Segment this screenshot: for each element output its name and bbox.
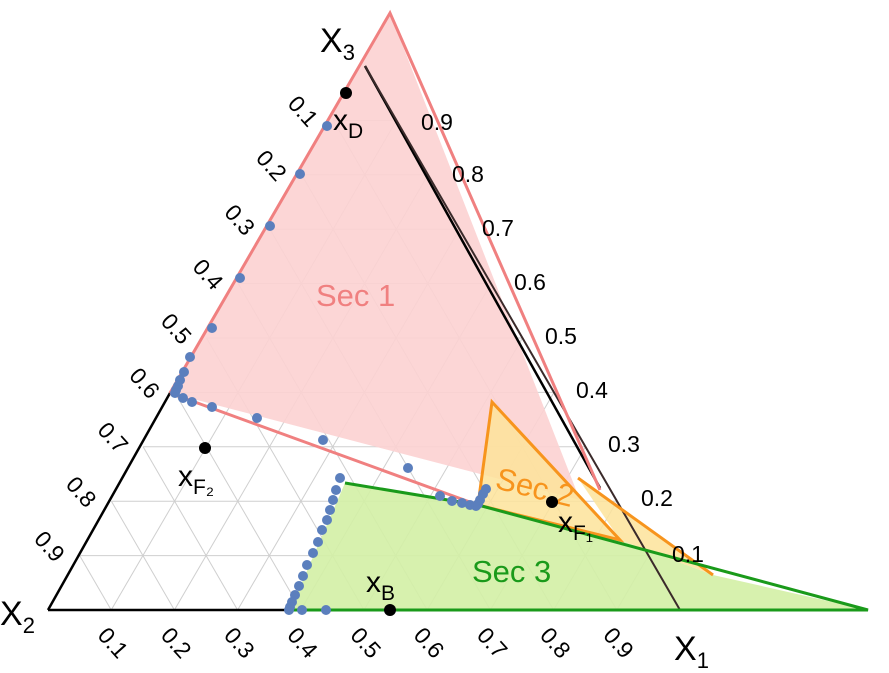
vertex-x3-label: X3 — [320, 22, 355, 65]
sec2-border — [476, 398, 625, 543]
region-sec1-label: Sec 1 — [316, 278, 395, 313]
region-sec2 — [478, 402, 620, 540]
curve-point — [302, 560, 312, 570]
right-tick-label: 0.5 — [545, 323, 577, 349]
curve-point — [207, 402, 217, 412]
bottom-tick-label: 0.7 — [472, 622, 513, 663]
point-xf1-label: xF₁ — [558, 506, 593, 545]
point-xf2-label: xF₂ — [178, 460, 214, 499]
point-xf2-marker — [199, 442, 211, 454]
bottom-tick-label: 0.3 — [219, 622, 260, 663]
region-sec1 — [170, 13, 580, 500]
bottom-tick-label: 0.1 — [93, 622, 134, 663]
distillation-line — [364, 65, 681, 611]
curve-point — [481, 484, 491, 494]
curve-point — [207, 323, 217, 333]
right-tick-label: 0.3 — [608, 431, 640, 457]
curve-point — [179, 367, 189, 377]
right-ticks: 0.9 0.8 0.7 0.6 0.5 0.4 0.3 0.2 0.1 — [421, 109, 704, 567]
left-tick-label: 0.3 — [219, 199, 260, 240]
curve-point — [435, 491, 445, 501]
curve-point — [308, 548, 318, 558]
curve-point — [325, 505, 335, 515]
left-tick-label: 0.1 — [283, 90, 324, 131]
point-xf1-marker — [546, 496, 558, 508]
curve-point — [298, 571, 308, 581]
left-tick-label: 0.2 — [251, 145, 292, 186]
right-tick-label: 0.7 — [482, 215, 514, 241]
curve-point — [335, 473, 345, 483]
vertex-x2-label: X2 — [0, 595, 35, 638]
curve-point — [313, 537, 323, 547]
curve-point — [297, 605, 307, 615]
curve-point — [328, 495, 338, 505]
right-tick-label: 0.8 — [452, 161, 484, 187]
sec1-border — [168, 9, 602, 491]
curve-points — [170, 121, 491, 615]
curve-point — [252, 413, 262, 423]
curve-point — [318, 435, 328, 445]
curve-point — [185, 352, 195, 362]
point-xb-marker — [384, 604, 396, 616]
region-sec3-label: Sec 3 — [472, 554, 551, 589]
left-tick-label: 0.4 — [188, 254, 229, 295]
right-tick-label: 0.4 — [576, 377, 608, 403]
right-tick-label: 0.6 — [514, 269, 546, 295]
bottom-ticks: 0.1 0.2 0.3 0.4 0.5 0.6 0.7 0.8 0.9 — [93, 622, 639, 663]
grid-line — [79, 555, 112, 611]
right-tick-label: 0.2 — [641, 485, 673, 511]
right-tick-label: 0.1 — [672, 541, 704, 567]
point-xb-label: xB — [366, 566, 395, 605]
triangle-right-edge — [363, 65, 602, 489]
curve-point — [322, 121, 332, 131]
point-xd-marker — [340, 87, 352, 99]
curve-point — [322, 515, 332, 525]
curve-point — [265, 221, 275, 231]
curve-point — [321, 605, 331, 615]
sec3-border — [290, 481, 869, 612]
left-tick-label: 0.7 — [93, 417, 134, 458]
curve-point — [447, 496, 457, 506]
region-sec3 — [290, 483, 868, 610]
bottom-tick-label: 0.6 — [409, 622, 450, 663]
curve-point — [403, 463, 413, 473]
triangle-left-edge — [46, 392, 172, 611]
left-tick-label: 0.6 — [124, 362, 165, 403]
curve-point — [235, 273, 245, 283]
right-tick-label: 0.9 — [421, 109, 453, 135]
curve-point — [284, 605, 294, 615]
vertex-x1-label: X1 — [674, 630, 709, 673]
curve-point — [178, 393, 188, 403]
grid-line — [142, 446, 239, 611]
bottom-tick-label: 0.2 — [156, 622, 197, 663]
left-tick-label: 0.9 — [29, 526, 70, 567]
curve-point — [294, 581, 304, 591]
sec2-tail-border — [577, 476, 714, 577]
bottom-tick-label: 0.4 — [282, 622, 323, 663]
grid-line — [174, 392, 302, 611]
curve-point — [295, 169, 305, 179]
bottom-tick-label: 0.9 — [598, 622, 639, 663]
curve-point — [331, 485, 341, 495]
bottom-tick-label: 0.5 — [346, 622, 387, 663]
curve-point — [187, 397, 197, 407]
sec1-lower-border — [169, 391, 479, 507]
grid-line — [110, 500, 175, 611]
bottom-tick-label: 0.8 — [535, 622, 576, 663]
curve-point — [457, 498, 467, 508]
point-xd-label: xD — [333, 104, 363, 143]
curve-point — [317, 525, 327, 535]
left-tick-label: 0.8 — [61, 471, 102, 512]
left-tick-label: 0.5 — [156, 308, 197, 349]
curve-point — [170, 388, 180, 398]
